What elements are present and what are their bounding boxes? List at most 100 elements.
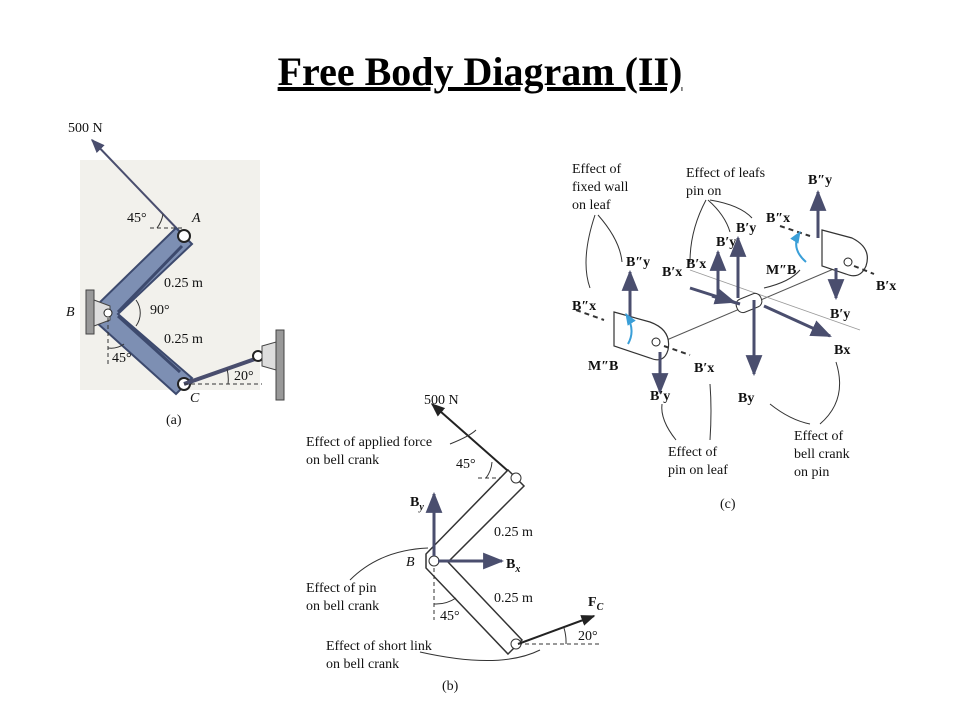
fig-b-angle-arc-link xyxy=(563,627,567,645)
fig-c-effect-crank-line3: on pin xyxy=(794,465,829,480)
fig-b-angle-low: 45° xyxy=(440,609,460,624)
fig-a-angle-arc-mid xyxy=(135,299,141,327)
fig-a-point-c: C xyxy=(190,391,200,406)
fig-c-by1-a-label: B′y xyxy=(716,235,736,250)
fig-c-mb-mid-leader xyxy=(763,269,801,289)
fig-c-pin-leaf-leader-1 xyxy=(661,403,677,441)
fig-c-bx1-right-line xyxy=(853,265,875,275)
fig-b-angle-link: 20° xyxy=(578,629,598,644)
fig-b-angle-arc-low xyxy=(433,597,457,605)
fig-a-caption: (a) xyxy=(166,413,182,428)
fig-c-bx1-right-label: B′x xyxy=(876,279,896,294)
fig-c-bx-main-arrow xyxy=(763,304,832,338)
fig-b-length-lower: 0.25 m xyxy=(494,591,533,606)
fig-c-bx1-b-label: B′x xyxy=(686,257,706,272)
fig-b-fc-arrow xyxy=(517,615,596,645)
fig-a-crank-groove-upper xyxy=(116,244,184,314)
fig-a-point-b: B xyxy=(66,305,75,320)
fig-b-force-label: 500 N xyxy=(424,393,459,408)
fig-c-by1-b-label: B′y xyxy=(736,221,756,236)
fig-c-leafs-leader-1 xyxy=(689,199,707,263)
fig-b-effect-link-leader xyxy=(419,649,541,661)
fig-c-caption: (c) xyxy=(720,497,736,512)
fig-b-effect-pin-line2: on bell crank xyxy=(306,599,379,614)
fig-a-short-link xyxy=(183,356,259,386)
fig-c-crank-leader-1 xyxy=(769,403,811,425)
fig-b-pin-b xyxy=(428,555,440,567)
fig-b-effect-force-line1: Effect of applied force xyxy=(306,435,432,450)
fig-a-wall-b xyxy=(85,289,95,335)
fig-c-by2-left-label: B″y xyxy=(626,255,650,270)
fig-b-fc-label: FC xyxy=(588,595,604,613)
fig-a-angle-link: 20° xyxy=(234,369,254,384)
page-title: Free Body Diagram (II) xyxy=(277,49,683,94)
fig-c-mb-mid-label: M″B xyxy=(766,263,796,278)
fig-c-by2-top-label: B″y xyxy=(808,173,832,188)
fig-b-effect-force-leader xyxy=(449,429,477,445)
fig-c-right-hole xyxy=(843,257,853,267)
fig-c-bx2-left-label: B″x xyxy=(572,299,596,314)
fig-b-length-upper: 0.25 m xyxy=(494,525,533,540)
fig-c-bx2-top-line xyxy=(779,225,811,237)
fig-c-effect-wall-line3: on leaf xyxy=(572,198,611,213)
fig-c-bx2-left-line xyxy=(575,309,605,321)
fig-c-effect-wall-line2: fixed wall xyxy=(572,180,628,195)
fig-c-effect-wall-line1: Effect of xyxy=(572,162,621,177)
fig-c-bx1-left-label: B′x xyxy=(694,361,714,376)
fig-a-angle-mid: 90° xyxy=(150,303,170,318)
fig-a-length-upper: 0.25 m xyxy=(164,276,203,291)
fig-c-bx-main-label: Bx xyxy=(834,343,850,358)
fig-a-length-lower: 0.25 m xyxy=(164,332,203,347)
fig-b-bx-label: Bx xyxy=(506,557,520,575)
fig-c-pin-leaf-leader-2 xyxy=(709,383,712,441)
fig-c-mb-left-arc xyxy=(625,312,636,345)
fig-c-leafs-leader-3 xyxy=(709,199,753,219)
fig-b-angle-arc-top xyxy=(485,461,493,479)
fig-b-point-b: B xyxy=(406,555,415,570)
fig-c-effect-pin-leaf-line1: Effect of xyxy=(668,445,717,460)
fig-b-pin-top xyxy=(510,472,522,484)
fig-a-pin-b xyxy=(103,308,113,318)
fig-c-mb-right-arc xyxy=(790,230,807,263)
fig-a-pin-a xyxy=(177,229,191,243)
fig-c-bx2-top-label: B″x xyxy=(766,211,790,226)
fig-b-force-arrow xyxy=(430,403,517,479)
fig-b-by-label: By xyxy=(410,495,424,513)
fig-c-bx1-a-arrow xyxy=(689,286,737,305)
fig-c-effect-crank-line1: Effect of xyxy=(794,429,843,444)
fig-c-wall-leader-2 xyxy=(597,214,623,263)
fig-a-angle-arc-link xyxy=(226,368,229,385)
fig-a-force-label: 500 N xyxy=(68,121,103,136)
fig-a-angle-arc-low xyxy=(107,343,125,349)
fig-a-angle-arc-top xyxy=(156,213,164,229)
fig-a-angle-low: 45° xyxy=(112,351,132,366)
figure-a: 500 N 45° A B 0.25 m 90° 0.25 m 45° 20° … xyxy=(66,121,285,428)
fig-a-force-arrow xyxy=(91,138,185,237)
fig-b-effect-link-line1: Effect of short link xyxy=(326,639,432,654)
fig-c-bx1-a-label: B′x xyxy=(662,265,682,280)
fig-c-effect-pin-leaf-line2: pin on leaf xyxy=(668,463,728,478)
fig-c-left-hole xyxy=(651,337,661,347)
fig-c-wall-leader-1 xyxy=(585,214,596,289)
fig-a-angle-top: 45° xyxy=(127,211,147,226)
fig-c-effect-leafs-line1: Effect of leafs xyxy=(686,166,765,181)
figure-c: Effect of fixed wall on leaf Effect of l… xyxy=(572,162,896,512)
fig-a-wall-link xyxy=(275,329,285,401)
fig-c-by1-left-label: B′y xyxy=(650,389,670,404)
fig-c-bx1-left-line xyxy=(663,345,691,356)
fig-c-effect-leafs-line2: pin on xyxy=(686,184,721,199)
fig-c-effect-crank-line2: bell crank xyxy=(794,447,850,462)
fig-a-support-link xyxy=(261,341,277,371)
fig-b-effect-pin-leader xyxy=(349,547,429,581)
fig-c-leafs-leader-2 xyxy=(707,199,731,233)
fig-c-crank-leader-2 xyxy=(819,361,841,425)
fig-b-effect-link-line2: on bell crank xyxy=(326,657,399,672)
fig-a-background xyxy=(80,160,260,390)
fig-b-caption: (b) xyxy=(442,679,459,694)
figure-b: 500 N Effect of applied force on bell cr… xyxy=(306,393,604,694)
fig-c-by1-right-label: B′y xyxy=(830,307,850,322)
fig-c-mb-left-label: M″B xyxy=(588,359,618,374)
fig-c-right-leaf xyxy=(821,229,868,277)
fig-b-effect-force-line2: on bell crank xyxy=(306,453,379,468)
